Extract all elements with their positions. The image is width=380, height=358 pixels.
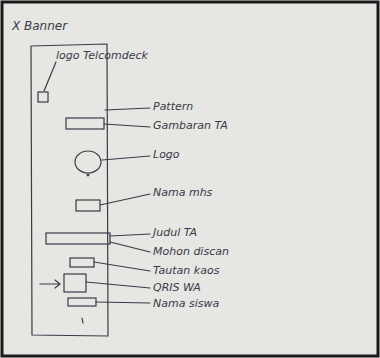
banner-outline bbox=[31, 44, 108, 336]
leader-line bbox=[104, 124, 150, 127]
annotation-label: Gambaran TA bbox=[153, 120, 228, 132]
sketch-box bbox=[66, 118, 104, 129]
leader-line bbox=[96, 302, 150, 303]
annotation-label: Judul TA bbox=[153, 227, 197, 239]
leader-line bbox=[94, 262, 150, 271]
annotation-label: Logo bbox=[153, 149, 180, 161]
leader-line bbox=[44, 62, 56, 91]
qris-box bbox=[64, 274, 86, 292]
annotation-label: Pattern bbox=[153, 101, 193, 113]
leader-line bbox=[110, 242, 150, 252]
sketch-box bbox=[70, 258, 94, 267]
annotation-label: Tautan kaos bbox=[153, 265, 219, 277]
leader-line bbox=[86, 282, 150, 288]
annotation-label: logo Telcomdeck bbox=[56, 50, 148, 62]
leader-line bbox=[102, 156, 150, 160]
annotation-label: Nama siswa bbox=[153, 298, 219, 310]
frame bbox=[2, 2, 378, 356]
dot-mark bbox=[87, 174, 89, 176]
logo-circle bbox=[75, 151, 101, 173]
pointer-arrow bbox=[40, 280, 60, 288]
annotation-label: QRIS WA bbox=[153, 282, 201, 294]
annotation-label: Nama mhs bbox=[153, 187, 212, 199]
tick-mark bbox=[82, 318, 83, 323]
sketch-box bbox=[46, 233, 110, 244]
logo-square bbox=[38, 92, 48, 102]
sketch-box bbox=[76, 200, 100, 211]
annotation-label: Mohon discan bbox=[153, 246, 229, 258]
leader-line bbox=[110, 234, 150, 236]
sketch-box bbox=[68, 298, 96, 306]
leader-line bbox=[105, 108, 150, 110]
leader-line bbox=[100, 194, 150, 205]
sketch-title: X Banner bbox=[12, 20, 67, 33]
